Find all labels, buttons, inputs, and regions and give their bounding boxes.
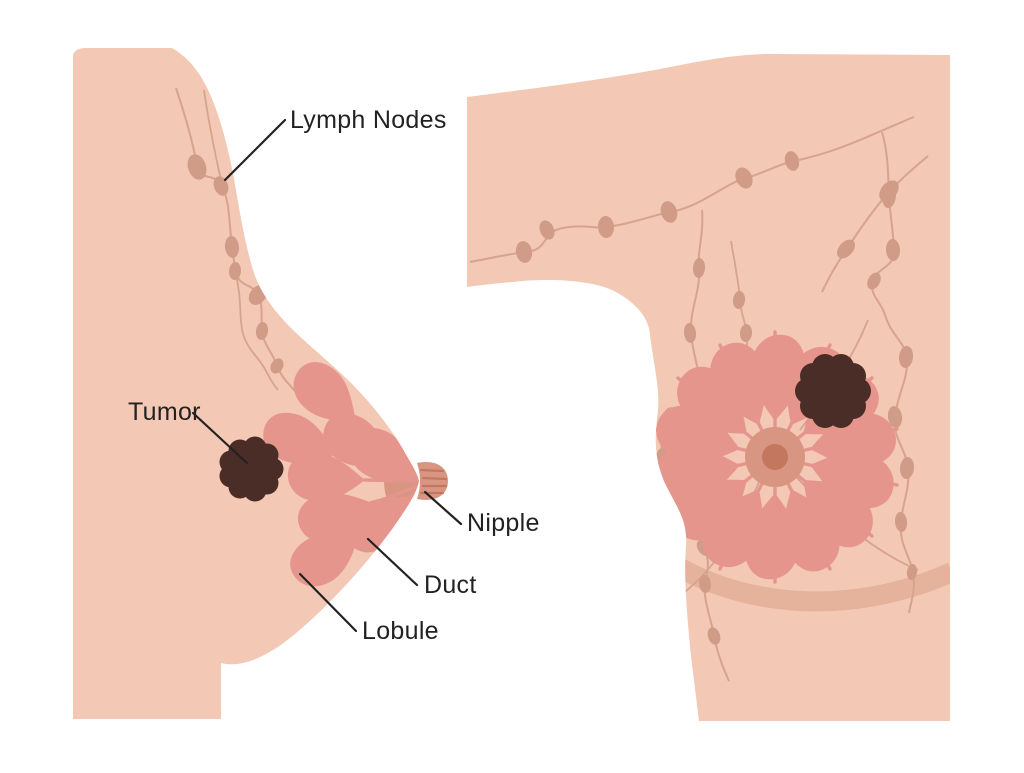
lymph-node [707, 627, 721, 645]
lymph-node [898, 346, 914, 368]
lymph-node [899, 457, 915, 479]
nipple-protrusion [417, 462, 448, 500]
label-tumor: Tumor [128, 398, 201, 426]
lymph-node [867, 272, 881, 290]
tumor-mass [795, 354, 871, 428]
lymph-node [698, 575, 712, 593]
nipple-shape [417, 462, 448, 500]
lymph-node [213, 176, 229, 196]
label-lymph-nodes: Lymph Nodes [290, 106, 447, 134]
lymph-node [735, 167, 753, 189]
lymph-node [692, 258, 706, 278]
lymph-node [228, 262, 242, 280]
lobule-petal [282, 242, 363, 334]
lymph-vessel [821, 155, 929, 293]
label-nipple: Nipple [467, 509, 540, 537]
label-lobule: Lobule [362, 617, 439, 645]
leader-line-tumor [191, 411, 249, 465]
front-view-figure [467, 54, 950, 721]
lymph-node [187, 154, 207, 180]
leader-line-duct [366, 537, 419, 587]
lymph-node [894, 512, 908, 532]
nipple [762, 444, 788, 470]
lymph-node [539, 220, 555, 240]
lymph-node [739, 324, 753, 342]
front-view-internals [469, 116, 950, 682]
lymph-node [270, 358, 284, 374]
lymph-node [887, 406, 903, 428]
lymph-node [683, 323, 697, 343]
lymph-node [881, 184, 897, 208]
leader-line-lobule [298, 572, 358, 633]
lymph-node [255, 322, 269, 340]
lymph-node [836, 239, 856, 259]
leader-line-lymph-nodes [223, 118, 287, 182]
leader-line-nipple [423, 490, 463, 526]
annotations: Lymph Nodes Tumor Nipple Duct Lobule [128, 106, 540, 645]
lymph-node [885, 239, 901, 261]
lymph-node [660, 201, 678, 223]
lymph-node [597, 216, 615, 238]
lymph-node [515, 241, 533, 263]
lymph-vessel [234, 270, 279, 391]
label-duct: Duct [424, 571, 477, 599]
lymph-node [732, 291, 746, 309]
lymph-node [906, 564, 918, 580]
lymph-node [224, 236, 240, 258]
lymph-node [784, 151, 800, 171]
